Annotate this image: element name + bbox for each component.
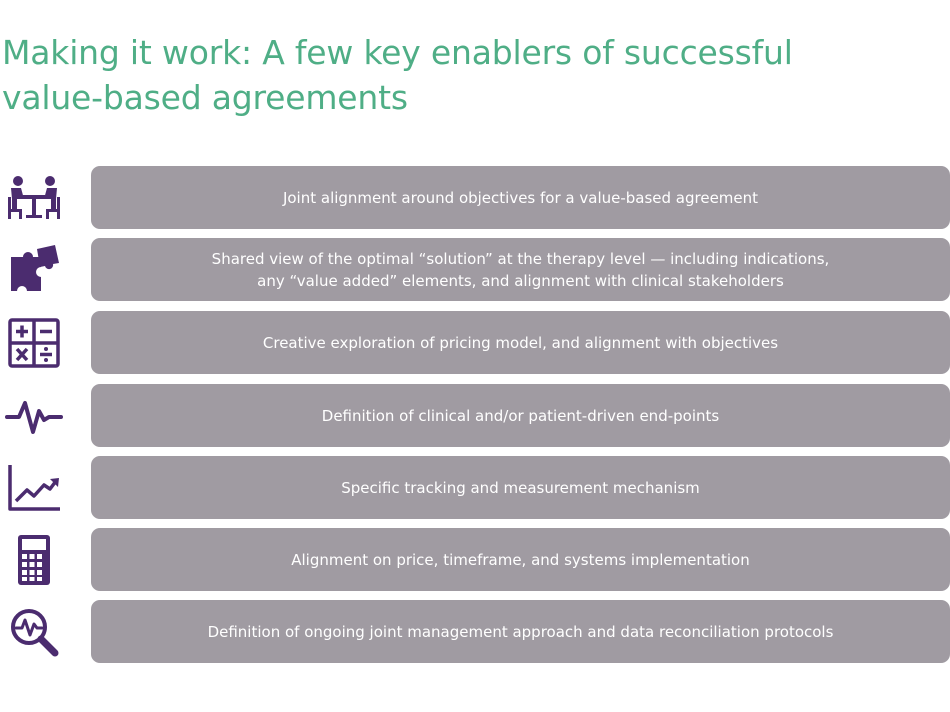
enabler-bar: Definition of clinical and/or patient-dr… (91, 384, 950, 447)
math-operators-icon (4, 316, 64, 370)
calculator-icon (4, 533, 64, 587)
enabler-bar: Definition of ongoing joint management a… (91, 600, 950, 663)
enabler-bar: Alignment on price, timeframe, and syste… (91, 528, 950, 591)
line-chart-icon (4, 461, 64, 515)
enabler-bar: Creative exploration of pricing model, a… (91, 311, 950, 374)
enabler-text: Definition of ongoing joint management a… (207, 622, 834, 641)
enabler-row-end-points: Definition of clinical and/or patient-dr… (0, 384, 950, 447)
enabler-row-shared-solution: Shared view of the optimal “solution” at… (0, 238, 950, 301)
puzzle-pieces-icon (4, 243, 64, 297)
magnifier-pulse-icon (4, 605, 64, 659)
enabler-row-joint-management: Definition of ongoing joint management a… (0, 600, 950, 663)
enabler-row-price-timeframe: Alignment on price, timeframe, and syste… (0, 528, 950, 591)
enabler-row-pricing-model: Creative exploration of pricing model, a… (0, 311, 950, 374)
enabler-text: any “value added” elements, and alignmen… (257, 271, 784, 290)
pulse-line-icon (4, 389, 64, 443)
enabler-row-tracking: Specific tracking and measurement mechan… (0, 456, 950, 519)
enabler-text: Creative exploration of pricing model, a… (262, 333, 779, 352)
enabler-text: Shared view of the optimal “solution” at… (211, 249, 830, 268)
meeting-table-icon (4, 171, 64, 225)
enabler-text: Definition of clinical and/or patient-dr… (321, 406, 720, 425)
title-line-1: Making it work: A few key enablers of su… (2, 33, 793, 72)
enabler-bar: Specific tracking and measurement mechan… (91, 456, 950, 519)
enabler-text: Joint alignment around objectives for a … (282, 188, 759, 207)
page-title: Making it work: A few key enablers of su… (2, 30, 922, 120)
enabler-bar: Joint alignment around objectives for a … (91, 166, 950, 229)
title-line-2: value-based agreements (2, 78, 408, 117)
enabler-text: Alignment on price, timeframe, and syste… (291, 550, 750, 569)
enabler-text: Specific tracking and measurement mechan… (341, 478, 700, 497)
enabler-bar: Shared view of the optimal “solution” at… (91, 238, 950, 301)
enabler-row-alignment-objectives: Joint alignment around objectives for a … (0, 166, 950, 229)
